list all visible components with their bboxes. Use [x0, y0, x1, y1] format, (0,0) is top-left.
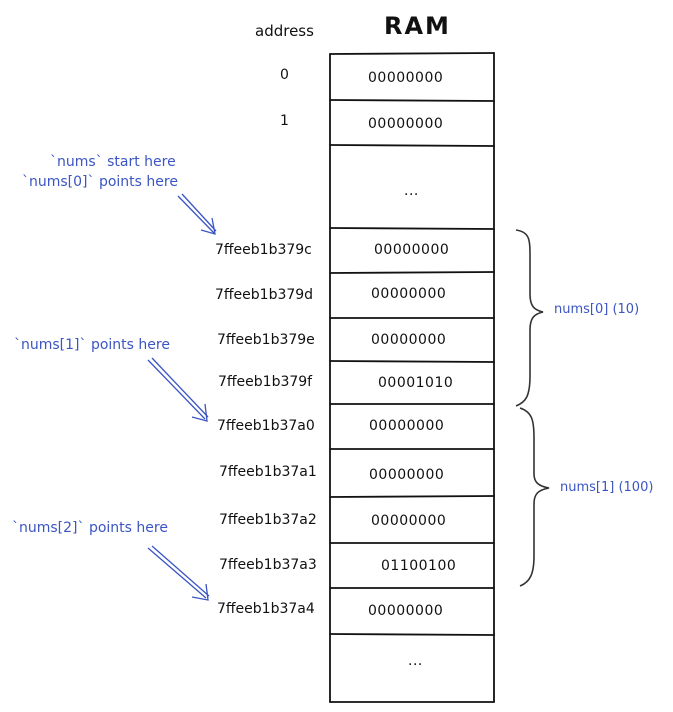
address-label: 7ffeeb1b37a3 [219, 557, 317, 573]
memory-cell-value: 00000000 [368, 603, 444, 619]
memory-cell-ellipsis: ... [404, 183, 419, 199]
address-label: 0 [280, 67, 289, 83]
memory-cell-value: 00000000 [368, 116, 444, 132]
address-label: 7ffeeb1b379d [215, 287, 314, 303]
memory-cell-value: 00000000 [369, 467, 445, 483]
address-label: 7ffeeb1b37a4 [217, 601, 315, 617]
brace-nums1 [519, 407, 550, 587]
brace-label-nums1: nums[1] (100) [560, 480, 654, 495]
memory-cell-value: 01100100 [381, 558, 457, 574]
memory-cell-value: 00000000 [371, 513, 447, 529]
memory-cell-ellipsis: ... [408, 653, 423, 669]
brace-label-nums0: nums[0] (10) [554, 302, 640, 317]
annotation-nums2-points: `nums[2]` points here [12, 520, 168, 536]
annotation-nums0-points: `nums[0]` points here [22, 174, 178, 190]
address-label: 7ffeeb1b379f [218, 374, 313, 390]
address-label: 7ffeeb1b37a1 [219, 464, 317, 480]
address-label: 1 [280, 113, 289, 129]
ram-title: RAM [384, 12, 451, 40]
memory-cell-value: 00000000 [374, 242, 450, 258]
address-label: 7ffeeb1b379c [215, 242, 312, 258]
arrow-nums1 [147, 357, 209, 422]
memory-cell-value: 00001010 [378, 375, 454, 391]
arrow-nums2 [147, 545, 210, 601]
address-label: 7ffeeb1b37a2 [219, 512, 317, 528]
brace-nums0 [515, 229, 544, 407]
memory-cell-value: 00000000 [371, 286, 447, 302]
memory-cell-value: 00000000 [368, 70, 444, 86]
annotation-nums-start: `nums` start here [50, 154, 176, 170]
memory-cell-value: 00000000 [369, 418, 445, 434]
address-label: 7ffeeb1b379e [217, 332, 315, 348]
arrow-nums0 [177, 193, 217, 235]
address-label: 7ffeeb1b37a0 [217, 418, 315, 434]
ram-column [329, 52, 495, 703]
address-header: address [255, 22, 314, 40]
annotation-nums1-points: `nums[1]` points here [14, 337, 170, 353]
memory-cell-value: 00000000 [371, 332, 447, 348]
